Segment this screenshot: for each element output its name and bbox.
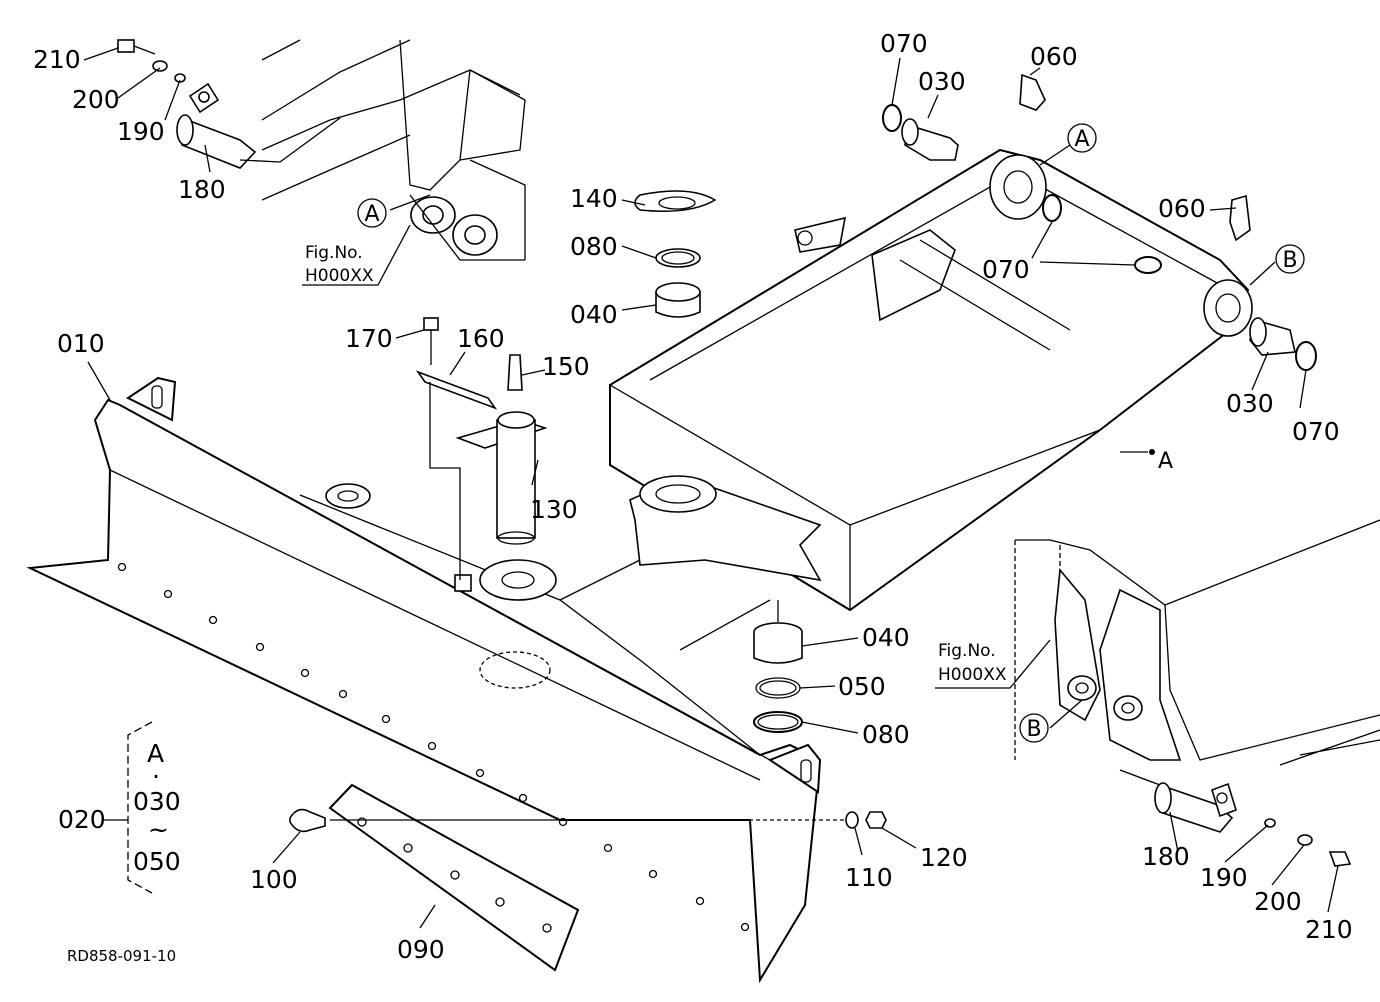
label-130: 130	[530, 495, 578, 524]
label-050: 050	[838, 672, 886, 701]
label-200-bottom: 200	[1254, 887, 1302, 916]
label-060-a: 060	[1030, 42, 1078, 71]
label-100: 100	[250, 865, 298, 894]
kit-from: 030	[133, 787, 181, 816]
drawing-code: RD858-091-10	[67, 947, 176, 965]
arm-bushings	[882, 73, 1317, 371]
ref-mark-b-frame: B	[1282, 248, 1297, 273]
kit-to: 050	[133, 847, 181, 876]
ref-mark-a-frame: A	[1074, 127, 1089, 152]
part-labels: 210 200 190 180 070 030 060 070 060 030 …	[33, 29, 1353, 964]
fig-ref-2-line2: H000XX	[938, 665, 1007, 685]
kit-dot: ·	[152, 762, 160, 791]
label-010: 010	[57, 329, 105, 358]
label-070-c: 070	[1292, 417, 1340, 446]
label-190-bottom: 190	[1200, 863, 1248, 892]
label-190-top: 190	[117, 117, 165, 146]
cutting-edge	[328, 783, 580, 972]
label-040-top: 040	[570, 300, 618, 329]
label-110: 110	[845, 863, 893, 892]
label-160: 160	[457, 324, 505, 353]
center-pivot-parts	[415, 190, 717, 580]
label-200-top: 200	[72, 85, 120, 114]
label-030-b: 030	[1226, 389, 1274, 418]
dozer-blade	[26, 376, 822, 984]
blade-bolt-holes	[117, 562, 750, 932]
bolt-assembly	[289, 808, 887, 833]
label-170: 170	[345, 324, 393, 353]
label-070-a: 070	[880, 29, 928, 58]
label-210-bottom: 210	[1305, 915, 1353, 944]
inset-top-left	[117, 39, 526, 261]
ref-mark-b-inset: B	[1026, 717, 1041, 742]
label-040-bottom: 040	[862, 623, 910, 652]
label-020: 020	[58, 805, 106, 834]
label-090: 090	[397, 935, 445, 964]
ref-mark-a-inset: A	[364, 202, 379, 227]
label-070-b: 070	[982, 255, 1030, 284]
label-140: 140	[570, 184, 618, 213]
reference-marks: A A B B A	[357, 123, 1305, 743]
ref-mark-a-pointer: A	[1158, 449, 1173, 474]
label-180-top: 180	[178, 175, 226, 204]
label-210-top: 210	[33, 45, 81, 74]
kit-bracket	[104, 721, 153, 894]
label-080-bottom: 080	[862, 720, 910, 749]
blade-arm-frame	[609, 148, 1253, 612]
fig-references: Fig.No. H000XX Fig.No. H000XX	[305, 243, 1007, 685]
kit-group: A · 030 ~ 050	[133, 739, 181, 876]
kit-top: A	[147, 739, 164, 768]
fig-ref-1-line1: Fig.No.	[305, 243, 363, 263]
fig-ref-1-line2: H000XX	[305, 266, 374, 286]
kit-tilde: ~	[148, 815, 169, 844]
fig-ref-2-line1: Fig.No.	[938, 641, 996, 661]
label-060-b: 060	[1158, 194, 1206, 223]
inset-bottom-right	[1014, 519, 1380, 867]
leader-lines	[83, 47, 1339, 929]
lower-bushing-parts	[559, 559, 803, 733]
label-080-top: 080	[570, 232, 618, 261]
label-150: 150	[542, 352, 590, 381]
label-030-a: 030	[918, 67, 966, 96]
label-120: 120	[920, 843, 968, 872]
label-180-bottom: 180	[1142, 842, 1190, 871]
